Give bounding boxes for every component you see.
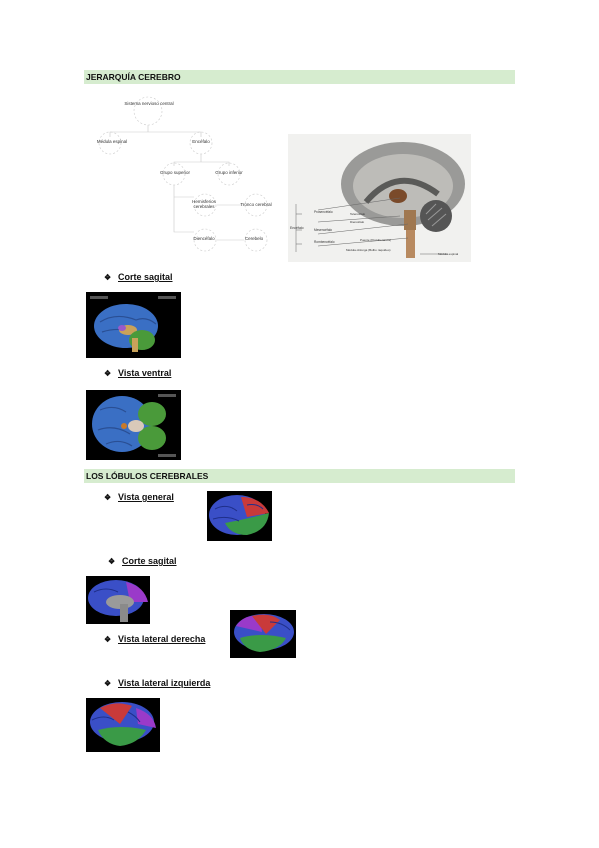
brain-sagittal-color-image [86,292,181,358]
label-encefalo: Encéfalo [290,226,304,230]
label-puente: Puente (Protuberancia) [360,238,392,242]
section-header-lobes: LOS LÓBULOS CEREBRALES [84,469,515,483]
bullet-corte-sagital-2: ❖ Corte sagital [108,556,177,566]
label-mesencefalo: Mesencéfalo [314,228,333,232]
tree-node-hemisferios: Hemisferios cerebrales [192,199,216,209]
hierarchy-tree-diagram [98,96,268,252]
brain-lateral-right-image [230,610,296,658]
label-telencefalo: Telencéfalo [350,212,366,216]
diamond-bullet-icon: ❖ [108,557,116,566]
bullet-label: Vista ventral [118,368,172,378]
diamond-bullet-icon: ❖ [104,493,112,502]
brain-sagittal-diagram: Encéfalo Prosencéfalo Mesencéfalo Romben… [288,134,471,262]
brain-sagittal-lobes-image [86,576,150,624]
tree-node-grupo-superior: Grupo superior [159,170,190,175]
label-medula-oblonga: Médula oblonga (Bulbo raquídeo) [346,248,391,252]
bullet-vista-ventral: ❖ Vista ventral [104,368,171,378]
brain-ventral-image [86,390,181,460]
tree-node-root: Sistema nervioso central [124,101,174,106]
brain-lateral-left-image [86,698,160,752]
label-prosencefalo: Prosencéfalo [314,210,333,214]
diamond-bullet-icon: ❖ [104,635,112,644]
diamond-bullet-icon: ❖ [104,369,112,378]
bullet-label: Vista lateral izquierda [118,678,211,688]
tree-node-grupo-inferior: Grupo inferior [215,170,243,175]
diamond-bullet-icon: ❖ [104,679,112,688]
tree-node-tronco: Tronco cerebral [240,202,272,207]
bullet-corte-sagital-1: ❖ Corte sagital [104,272,173,282]
tree-node-diencefalo: Diencéfalo [193,236,215,241]
brain-general-lobes-image [207,491,272,541]
label-rombencefalo: Rombencéfalo [314,240,335,244]
bullet-label: Vista lateral derecha [118,634,206,644]
diamond-bullet-icon: ❖ [104,273,112,282]
bullet-label: Corte sagital [122,556,177,566]
tree-node-cerebelo: Cerebelo [244,236,264,241]
bullet-vista-lateral-izquierda: ❖ Vista lateral izquierda [104,678,210,688]
label-medula-espinal: Médula espinal [438,252,459,256]
bullet-label: Vista general [118,492,174,502]
bullet-vista-lateral-derecha: ❖ Vista lateral derecha [104,634,205,644]
bullet-vista-general: ❖ Vista general [104,492,174,502]
label-diencefalo: Diencéfalo [350,220,365,224]
bullet-label: Corte sagital [118,272,173,282]
tree-node-encefalo: Encéfalo [192,139,210,144]
section-header-hierarchy: JERARQUÍA CEREBRO [84,70,515,84]
tree-node-medula: Médula espinal [96,139,128,144]
